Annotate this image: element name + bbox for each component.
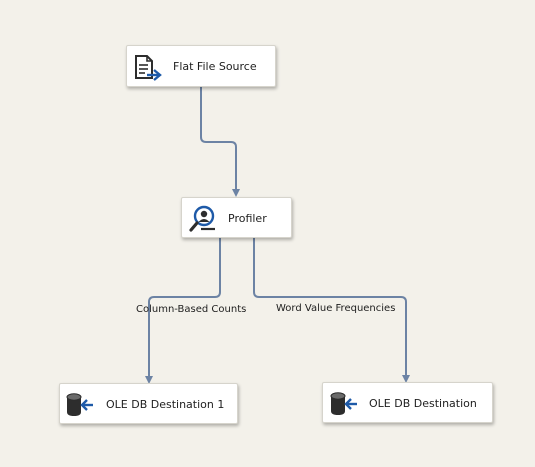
ole-db-destination-1-label: OLE DB Destination 1 <box>106 398 225 411</box>
ole-db-destination-node[interactable]: OLE DB Destination <box>322 382 493 423</box>
ole-db-destination-label: OLE DB Destination <box>369 397 477 410</box>
profiler-icon <box>188 204 218 237</box>
word-value-frequencies-label: Word Value Frequencies <box>276 303 396 314</box>
flat-file-source-label: Flat File Source <box>173 60 257 73</box>
ole-db-destination-icon <box>64 390 94 423</box>
connector-source-to-profiler[interactable] <box>200 87 240 197</box>
column-based-counts-label: Column-Based Counts <box>136 304 247 315</box>
profiler-node[interactable]: Profiler <box>181 197 292 238</box>
profiler-label: Profiler <box>228 212 267 225</box>
ole-db-destination-1-node[interactable]: OLE DB Destination 1 <box>59 383 238 424</box>
flat-file-source-node[interactable]: Flat File Source <box>126 45 276 87</box>
connector-column-based-counts[interactable] <box>145 238 221 384</box>
connector-word-value-frequencies[interactable] <box>253 238 410 383</box>
ole-db-destination-icon <box>328 389 358 422</box>
flat-file-source-icon <box>132 53 162 86</box>
